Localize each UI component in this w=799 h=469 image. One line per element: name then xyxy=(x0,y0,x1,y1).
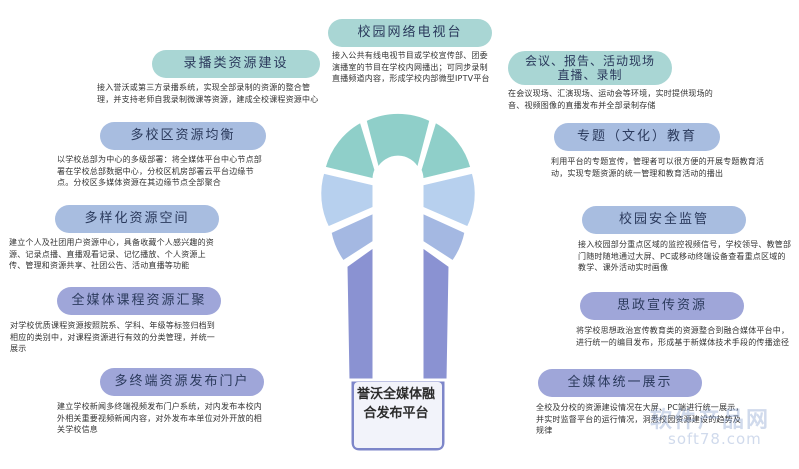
ideology-desc: 将学校思想政治宣传教育类的资源整合到融合媒体平台中，进行统一的编目发布，形成基于… xyxy=(576,326,790,347)
bulb-left-mid-segment xyxy=(328,209,376,265)
meeting-title-line1: 会议、报告、活动现场 xyxy=(524,54,655,68)
watermark-url: soft78.com xyxy=(668,430,762,448)
campus-tv-pill: 校园网络电视台 xyxy=(328,19,492,47)
unified-display-desc: 全校及分校的资源建设情况在大屏、PC端进行统一展示，并实时监督平台的运行情况，洞… xyxy=(536,403,744,435)
diverse-space-pill: 多样化资源空间 xyxy=(55,205,219,233)
bulb-inner-core xyxy=(378,161,418,247)
bulb-right-upper-segment xyxy=(420,170,478,230)
multi-campus-pill: 多校区资源均衡 xyxy=(100,122,266,150)
platform-title: 誉沃全媒体融 合发布平台 xyxy=(340,385,452,423)
recording-desc: 接入誉沃或第三方录播系统，实现全部录制的资源的整合管理，并支持老师自我录制微课等… xyxy=(97,83,319,104)
meeting-pill: 会议、报告、活动现场 直播、录制 xyxy=(508,51,672,85)
watermark-text: 软件产品网 xyxy=(650,408,771,433)
bulb-base-label-panel xyxy=(354,382,442,448)
bulb-left-upper-segment xyxy=(318,170,376,230)
course-collect-desc: 对学校优质课程资源按照院系、学科、年级等标签归档到相应的类别中，对课程资源进行有… xyxy=(10,321,215,353)
security-desc: 接入校园部分重点区域的监控视频信号，学校领导、教管部门随时随地通过大屏、PC或移… xyxy=(578,240,792,272)
campus-tv-desc: 接入公共有线电视节目或学校宣传部、团委演播室的节目在学校内网播出；可同步录制直播… xyxy=(332,51,490,83)
recording-pill: 录播类资源建设 xyxy=(152,50,320,78)
bulb-right-mid-segment xyxy=(420,209,468,265)
bulb-right-lower-segment xyxy=(420,243,452,382)
meeting-desc: 在会议现场、汇演现场、运动会等环境，实时提供现场的音、视频图像的直播发布并全部录… xyxy=(508,89,713,110)
platform-title-line1: 誉沃全媒体融 xyxy=(356,387,435,402)
platform-title-line2: 合发布平台 xyxy=(363,406,429,421)
topic-edu-desc: 利用平台的专题宣传，管理者可以很方便的开展专题教育活动，实现专题资源的统一管理和… xyxy=(551,157,765,178)
unified-display-pill: 全媒体统一展示 xyxy=(538,369,702,397)
portal-desc: 建立学校新闻多终端视频发布门户系统，对内发布本校内外相关重要视频新闻内容，对外发… xyxy=(57,402,262,434)
multi-campus-desc: 以学校总部为中心的多级部署：将全媒体平台中心节点部署在学校总部数据中心，分校区机… xyxy=(57,155,262,187)
security-pill: 校园安全监管 xyxy=(582,206,746,234)
bulb-top-segment xyxy=(363,110,433,175)
diverse-space-desc: 建立个人及社团用户资源中心，具备收藏个人感兴趣的资源、记录点播、直播观看记录、记… xyxy=(9,238,214,270)
bulb-left-lower-segment xyxy=(344,243,376,382)
course-collect-pill: 全媒体课程资源汇聚 xyxy=(57,287,221,315)
topic-edu-pill: 专题（文化）教育 xyxy=(554,123,720,151)
meeting-title-line2: 直播、录制 xyxy=(557,68,623,82)
bulb-top-right-segment xyxy=(418,118,474,182)
bulb-top-left-segment xyxy=(322,118,378,182)
portal-pill: 多终端资源发布门户 xyxy=(100,368,264,396)
ideology-pill: 思政宣传资源 xyxy=(580,292,744,320)
